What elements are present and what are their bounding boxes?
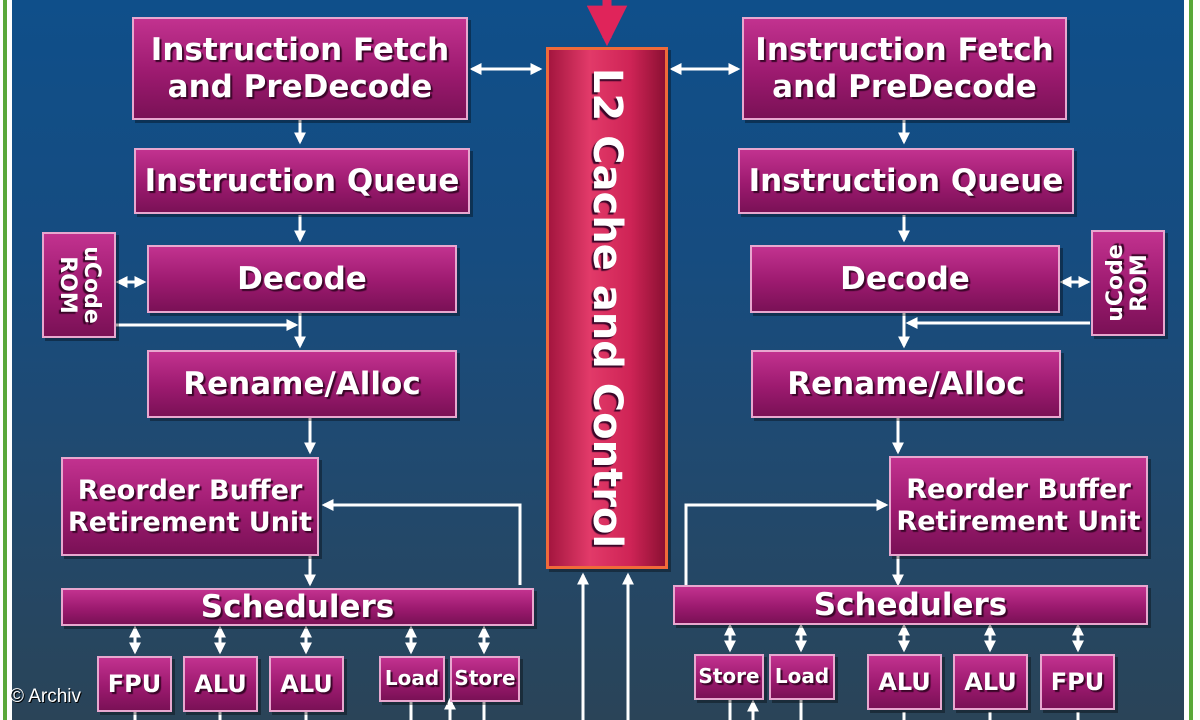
right-decode-label: Decode (840, 260, 970, 297)
l2-cache-block: L2 Cache and Control (546, 47, 668, 569)
right-exec-alu-1: ALU (867, 654, 942, 710)
right-exec-store: Store (694, 654, 764, 700)
left-exec-fpu-label: FPU (107, 669, 162, 698)
l2-cache-label: L2 Cache and Control (584, 67, 630, 549)
right-exec-store-label: Store (698, 664, 760, 689)
left-rename-alloc-block: Rename/Alloc (147, 350, 457, 418)
right-reorder-buffer-block: Reorder Buffer Retirement Unit (889, 456, 1148, 556)
left-retire-feedback-arrow (321, 499, 522, 585)
left-frame-border (0, 0, 12, 720)
left-exec-alu-2-label: ALU (280, 669, 333, 698)
left-exec-load: Load (379, 656, 445, 702)
left-instruction-queue-block: Instruction Queue (134, 148, 470, 214)
left-schedulers-label: Schedulers (200, 588, 395, 625)
right-instruction-queue-block: Instruction Queue (738, 148, 1074, 214)
left-decode-label: Decode (237, 260, 367, 297)
right-retire-feedback-arrow (684, 499, 889, 585)
left-instruction-fetch-label: Instruction Fetch and PreDecode (150, 31, 450, 105)
right-rename-alloc-label: Rename/Alloc (787, 365, 1025, 402)
left-exec-store-label: Store (454, 666, 516, 691)
right-exec-alu-2-label: ALU (964, 667, 1017, 696)
left-exec-fpu: FPU (97, 656, 172, 712)
left-exec-alu-2: ALU (269, 656, 344, 712)
right-exec-load: Load (769, 654, 835, 700)
right-exec-alu-2: ALU (953, 654, 1028, 710)
image-credit: © Archiv (10, 686, 82, 707)
left-schedulers-block: Schedulers (61, 588, 534, 626)
right-schedulers-block: Schedulers (673, 585, 1148, 625)
left-ucode-rom-label: uCode ROM (55, 246, 105, 324)
left-reorder-buffer-block: Reorder Buffer Retirement Unit (61, 457, 319, 556)
left-reorder-buffer-label: Reorder Buffer Retirement Unit (67, 474, 313, 538)
right-ucode-rom-label: uCode ROM (1102, 244, 1152, 322)
right-exec-fpu-label: FPU (1050, 667, 1105, 696)
right-frame-border (1184, 0, 1200, 720)
left-exec-alu-1-label: ALU (194, 669, 247, 698)
right-rename-alloc-block: Rename/Alloc (751, 350, 1061, 418)
right-exec-fpu: FPU (1040, 654, 1115, 710)
left-instruction-queue-label: Instruction Queue (144, 162, 460, 199)
left-exec-alu-1: ALU (183, 656, 258, 712)
left-decode-block: Decode (147, 245, 457, 313)
right-instruction-fetch-block: Instruction Fetch and PreDecode (742, 17, 1067, 120)
right-decode-block: Decode (750, 245, 1060, 313)
right-instruction-queue-label: Instruction Queue (748, 162, 1064, 199)
right-schedulers-label: Schedulers (813, 586, 1008, 623)
right-exec-alu-1-label: ALU (878, 667, 931, 696)
right-instruction-fetch-label: Instruction Fetch and PreDecode (755, 31, 1054, 105)
left-exec-store: Store (450, 656, 520, 702)
right-exec-load-label: Load (774, 664, 830, 689)
right-reorder-buffer-label: Reorder Buffer Retirement Unit (896, 474, 1141, 537)
left-exec-load-label: Load (384, 666, 440, 691)
left-instruction-fetch-block: Instruction Fetch and PreDecode (132, 17, 468, 120)
right-ucode-rom-block: uCode ROM (1091, 230, 1165, 336)
left-ucode-rom-block: uCode ROM (42, 232, 116, 338)
left-rename-alloc-label: Rename/Alloc (183, 365, 421, 402)
